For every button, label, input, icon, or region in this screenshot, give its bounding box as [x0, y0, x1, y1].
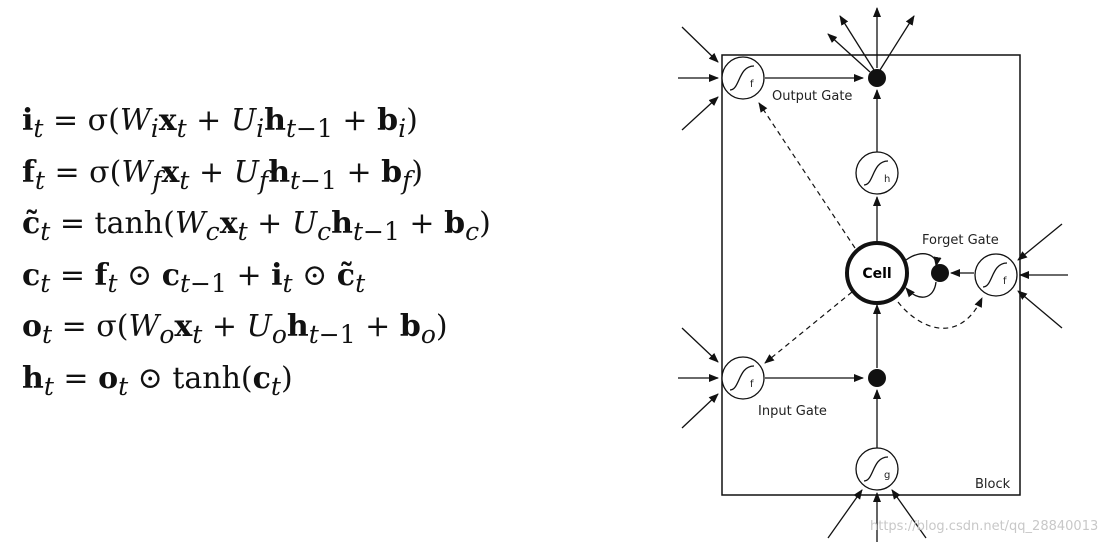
- block-label: Block: [975, 477, 1011, 492]
- output-gate-label: Output Gate: [772, 89, 852, 104]
- input-gate-sigmoid: f: [721, 356, 765, 400]
- svg-text:Cell: Cell: [862, 266, 891, 282]
- equation-lhs: c: [22, 258, 41, 293]
- h-squash: h: [855, 151, 899, 195]
- equations-panel: it = σ(Wixt + Uiht−1 + bi) ft = σ(Wfxt +…: [22, 103, 491, 401]
- svg-text:f: f: [750, 379, 754, 390]
- equation-output-gate: ot = σ(Woxt + Uoht−1 + bo): [22, 309, 448, 349]
- output-gate-sigmoid: f: [721, 56, 765, 100]
- input-multiply-node: [868, 369, 886, 387]
- forget-multiply-node: [931, 264, 949, 282]
- equation-input-gate: it = σ(Wixt + Uiht−1 + bi): [22, 103, 418, 143]
- watermark: https://blog.csdn.net/qq_28840013: [870, 519, 1099, 534]
- svg-text:f: f: [750, 79, 754, 90]
- input-gate-label: Input Gate: [758, 404, 827, 419]
- svg-text:g: g: [884, 470, 890, 481]
- equation-lhs: c̃: [22, 206, 41, 241]
- svg-text:h: h: [884, 174, 890, 185]
- equation-lhs: i: [22, 103, 34, 138]
- lstm-block-diagram: Block f Output Gate h Cell f: [678, 7, 1068, 542]
- equation-candidate-cell: c̃t = tanh(Wcxt + Ucht−1 + bc): [22, 206, 491, 246]
- forget-gate-label: Forget Gate: [922, 233, 999, 248]
- equation-lhs: f: [22, 155, 35, 190]
- equation-lhs: h: [22, 361, 44, 396]
- equation-cell-state: ct = ft ⊙ ct−1 + it ⊙ c̃t: [22, 258, 366, 298]
- equation-hidden-state: ht = ot ⊙ tanh(ct): [22, 361, 293, 401]
- cell-node: Cell: [845, 241, 909, 305]
- g-squash: g: [855, 447, 899, 491]
- forget-gate-sigmoid: f: [974, 253, 1018, 297]
- output-multiply-node: [868, 69, 886, 87]
- equation-forget-gate: ft = σ(Wfxt + Ufht−1 + bf): [22, 155, 424, 195]
- equation-lhs: o: [22, 309, 43, 344]
- svg-text:f: f: [1003, 276, 1007, 287]
